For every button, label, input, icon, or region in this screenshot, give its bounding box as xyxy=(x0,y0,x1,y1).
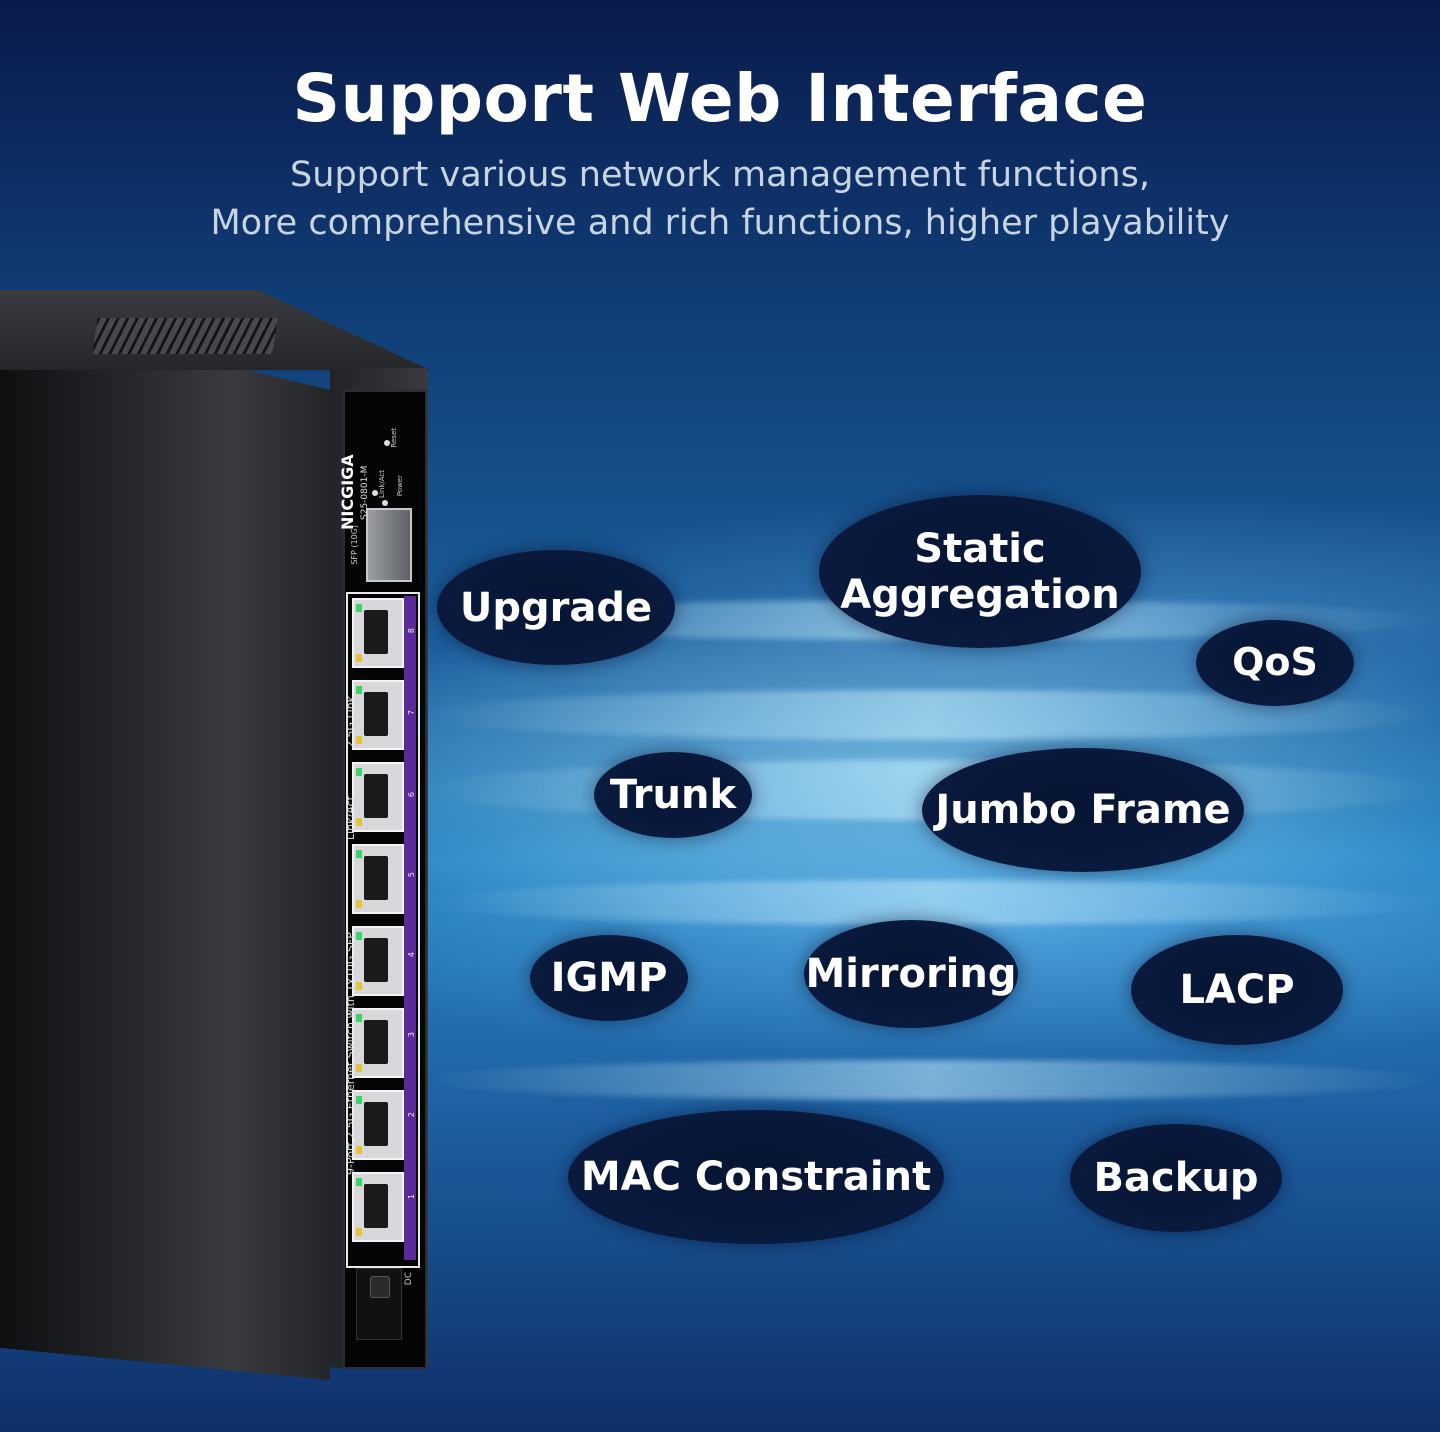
port-block xyxy=(346,592,420,1268)
port-number: 6 xyxy=(407,792,416,798)
led-label-reset: Reset xyxy=(390,428,398,448)
led-label-link: Link/Act xyxy=(378,470,386,498)
port-number-strip xyxy=(404,596,416,1260)
reset-button xyxy=(384,440,390,446)
feature-bubble-mirroring: Mirroring xyxy=(804,920,1018,1028)
port-number: 7 xyxy=(407,710,416,716)
ethernet-port xyxy=(352,1090,404,1160)
sfp-port xyxy=(366,508,412,582)
sfp-label: SFP (10G) xyxy=(350,525,359,565)
vent-grille xyxy=(92,318,278,354)
port-number: 5 xyxy=(407,872,416,878)
ethernet-port xyxy=(352,844,404,914)
feature-bubble-lacp: LACP xyxy=(1131,935,1343,1045)
subtitle-line-1: Support various network management funct… xyxy=(290,155,1150,195)
port-number: 2 xyxy=(407,1112,416,1118)
feature-bubble-static-aggregation: Static Aggregation xyxy=(819,495,1141,648)
ethernet-port xyxy=(352,926,404,996)
device-side xyxy=(0,310,330,1380)
port-number: 4 xyxy=(407,952,416,958)
port-number: 8 xyxy=(407,628,416,634)
feature-bubble-trunk: Trunk xyxy=(594,752,752,838)
page-title: Support Web Interface xyxy=(292,60,1148,137)
light-streak xyxy=(420,1060,1440,1100)
subtitle-line-2: More comprehensive and rich functions, h… xyxy=(210,203,1230,243)
port-number: 3 xyxy=(407,1032,416,1038)
feature-bubble-jumbo-frame: Jumbo Frame xyxy=(922,748,1244,872)
ethernet-port xyxy=(352,680,404,750)
panel-model-text: 9-Port 2.5G Ethernet Switch with 1x10G S… xyxy=(344,932,357,1175)
light-streak xyxy=(420,880,1440,925)
port-number: 1 xyxy=(407,1194,416,1200)
brand-logo: NICGIGA xyxy=(338,454,357,530)
feature-bubble-igmp: IGMP xyxy=(530,935,688,1021)
ethernet-port xyxy=(352,1172,404,1242)
feature-bubble-mac-constraint: MAC Constraint xyxy=(568,1110,944,1244)
ethernet-port xyxy=(352,598,404,668)
ethernet-port xyxy=(352,1008,404,1078)
dc-label: DC xyxy=(404,1272,414,1286)
model-number: S25-0801-M xyxy=(360,465,370,520)
link-led xyxy=(372,490,378,496)
panel-link-act-text: Link/Act xyxy=(344,796,357,840)
feature-bubble-upgrade: Upgrade xyxy=(437,550,675,665)
led-label-power: Power xyxy=(396,475,404,497)
power-switch xyxy=(370,1276,390,1298)
panel-25g-link-text: 2.5G Link xyxy=(344,695,357,748)
power-led xyxy=(382,500,388,506)
feature-bubble-backup: Backup xyxy=(1070,1124,1282,1232)
ethernet-port xyxy=(352,762,404,832)
feature-bubble-qos: QoS xyxy=(1196,620,1354,706)
